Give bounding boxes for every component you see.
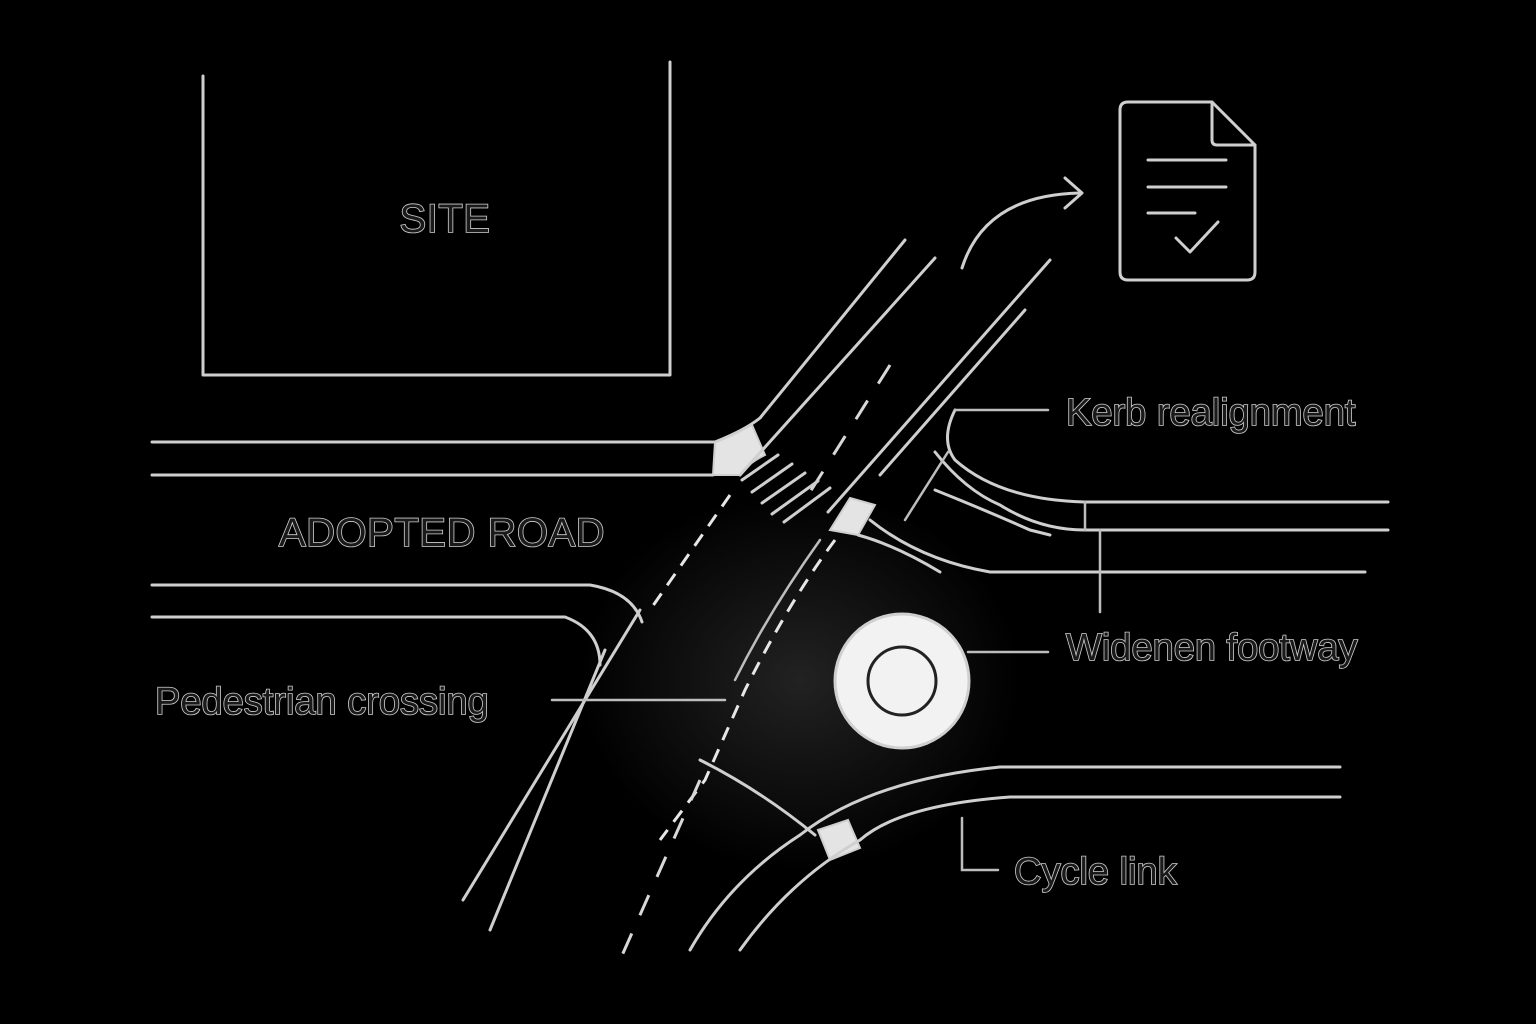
crossing-patch-bottom — [816, 818, 862, 862]
site-boundary — [201, 60, 672, 377]
adopted-road — [150, 440, 717, 667]
roundabout-icon — [833, 612, 971, 750]
leader-lines — [550, 408, 1102, 872]
zebra-crossing — [740, 453, 832, 524]
right-road — [856, 408, 1390, 574]
pedestrian-crossing-label: Pedestrian crossing — [155, 681, 489, 723]
widened-footway-edges — [618, 494, 837, 961]
kerb-realignment-label: Kerb realignment — [1066, 392, 1356, 434]
adopted-road-label: ADOPTED ROAD — [279, 511, 605, 555]
site-label: SITE — [400, 197, 491, 241]
curved-arrow-icon — [960, 176, 1084, 270]
widened-footway-label: Widenen footway — [1066, 627, 1358, 669]
cycle-link-label: Cycle link — [1014, 851, 1178, 893]
junction-shading — [580, 490, 1020, 870]
main-road — [461, 258, 1052, 932]
cycle-link-road — [688, 758, 1342, 952]
document-check-icon — [1118, 100, 1257, 282]
